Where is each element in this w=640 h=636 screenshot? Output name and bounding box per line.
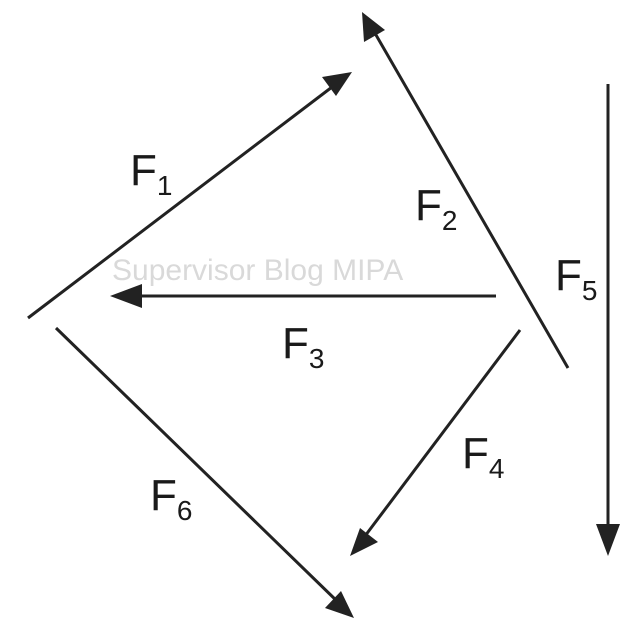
vector-f1-shaft: [27, 82, 337, 320]
vector-f5-arrowhead: [596, 524, 620, 556]
vector-f4-arrowhead: [350, 528, 378, 556]
vector-f6: F6: [54, 326, 354, 618]
vector-f6-shaft: [54, 326, 342, 606]
vector-f2-shaft: [370, 27, 570, 369]
vector-f4: F4: [350, 329, 522, 556]
vector-f3-label: F3: [282, 319, 324, 374]
vector-f2-arrowhead: [362, 12, 385, 42]
vector-f3: F3: [110, 284, 496, 374]
vector-f1-arrowhead: [322, 72, 352, 96]
vector-f3-arrowhead: [110, 284, 142, 308]
vector-f6-arrowhead: [325, 591, 354, 618]
vector-f1-label: F1: [130, 146, 172, 201]
vector-f4-shaft: [360, 329, 522, 541]
watermark-text: Supervisor Blog MIPA: [112, 254, 403, 287]
vector-f5-label: F5: [555, 251, 597, 306]
vector-f1: F1: [27, 72, 352, 320]
vector-f6-label: F6: [150, 471, 192, 526]
vector-f2: F2: [362, 12, 570, 369]
vector-f2-label: F2: [415, 181, 457, 236]
vector-f5: F5: [555, 84, 620, 556]
vector-f4-label: F4: [462, 429, 504, 484]
